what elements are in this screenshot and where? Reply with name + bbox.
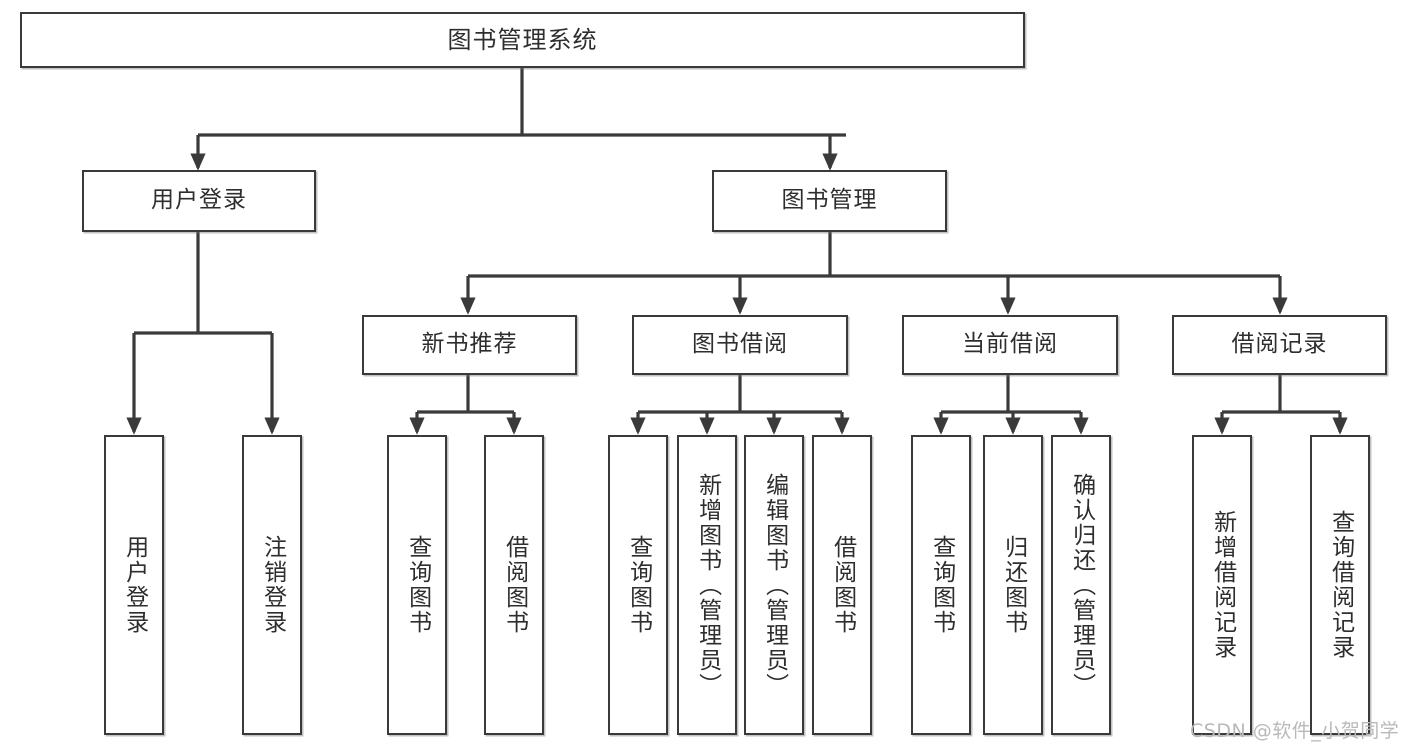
- leaf-borrow-book-2[interactable]: 借阅图书: [812, 435, 872, 735]
- leaf-label: 借阅图书: [501, 535, 528, 635]
- node-current-borrow[interactable]: 当前借阅: [902, 315, 1118, 375]
- leaf-add-borrow-record[interactable]: 新增借阅记录: [1192, 435, 1252, 735]
- leaf-query-book-2[interactable]: 查询图书: [608, 435, 668, 735]
- leaf-return-book[interactable]: 归还图书: [983, 435, 1043, 735]
- leaf-user-logout[interactable]: 注销登录: [242, 435, 302, 735]
- leaf-add-book-admin[interactable]: 新增图书（管理员）: [677, 435, 737, 735]
- leaf-user-login[interactable]: 用户登录: [104, 435, 164, 735]
- leaf-label: 查询借阅记录: [1327, 510, 1354, 660]
- leaf-edit-book-admin[interactable]: 编辑图书（管理员）: [744, 435, 804, 735]
- leaf-query-book-1[interactable]: 查询图书: [387, 435, 447, 735]
- leaf-label: 归还图书: [1000, 535, 1027, 635]
- leaf-label: 确认归还（管理员）: [1068, 472, 1095, 698]
- leaf-label: 用户登录: [121, 535, 148, 635]
- node-new-book-recommend[interactable]: 新书推荐: [362, 315, 577, 375]
- node-root[interactable]: 图书管理系统: [20, 12, 1025, 68]
- leaf-label: 编辑图书（管理员）: [761, 472, 788, 698]
- node-book-manage[interactable]: 图书管理: [712, 170, 947, 232]
- node-borrow-record[interactable]: 借阅记录: [1172, 315, 1387, 375]
- leaf-borrow-book-1[interactable]: 借阅图书: [484, 435, 544, 735]
- leaf-label: 新增借阅记录: [1209, 510, 1236, 660]
- leaf-label: 查询图书: [625, 535, 652, 635]
- leaf-query-borrow-record[interactable]: 查询借阅记录: [1310, 435, 1370, 735]
- leaf-label: 借阅图书: [829, 535, 856, 635]
- leaf-confirm-return-admin[interactable]: 确认归还（管理员）: [1051, 435, 1111, 735]
- leaf-label: 新增图书（管理员）: [694, 472, 721, 698]
- leaf-label: 查询图书: [928, 535, 955, 635]
- leaf-label: 注销登录: [259, 535, 286, 635]
- watermark: CSDN @软件_小贺同学: [1190, 720, 1400, 742]
- node-user-login[interactable]: 用户登录: [82, 170, 316, 232]
- leaf-query-book-3[interactable]: 查询图书: [911, 435, 971, 735]
- leaf-label: 查询图书: [404, 535, 431, 635]
- node-book-borrow[interactable]: 图书借阅: [632, 315, 848, 375]
